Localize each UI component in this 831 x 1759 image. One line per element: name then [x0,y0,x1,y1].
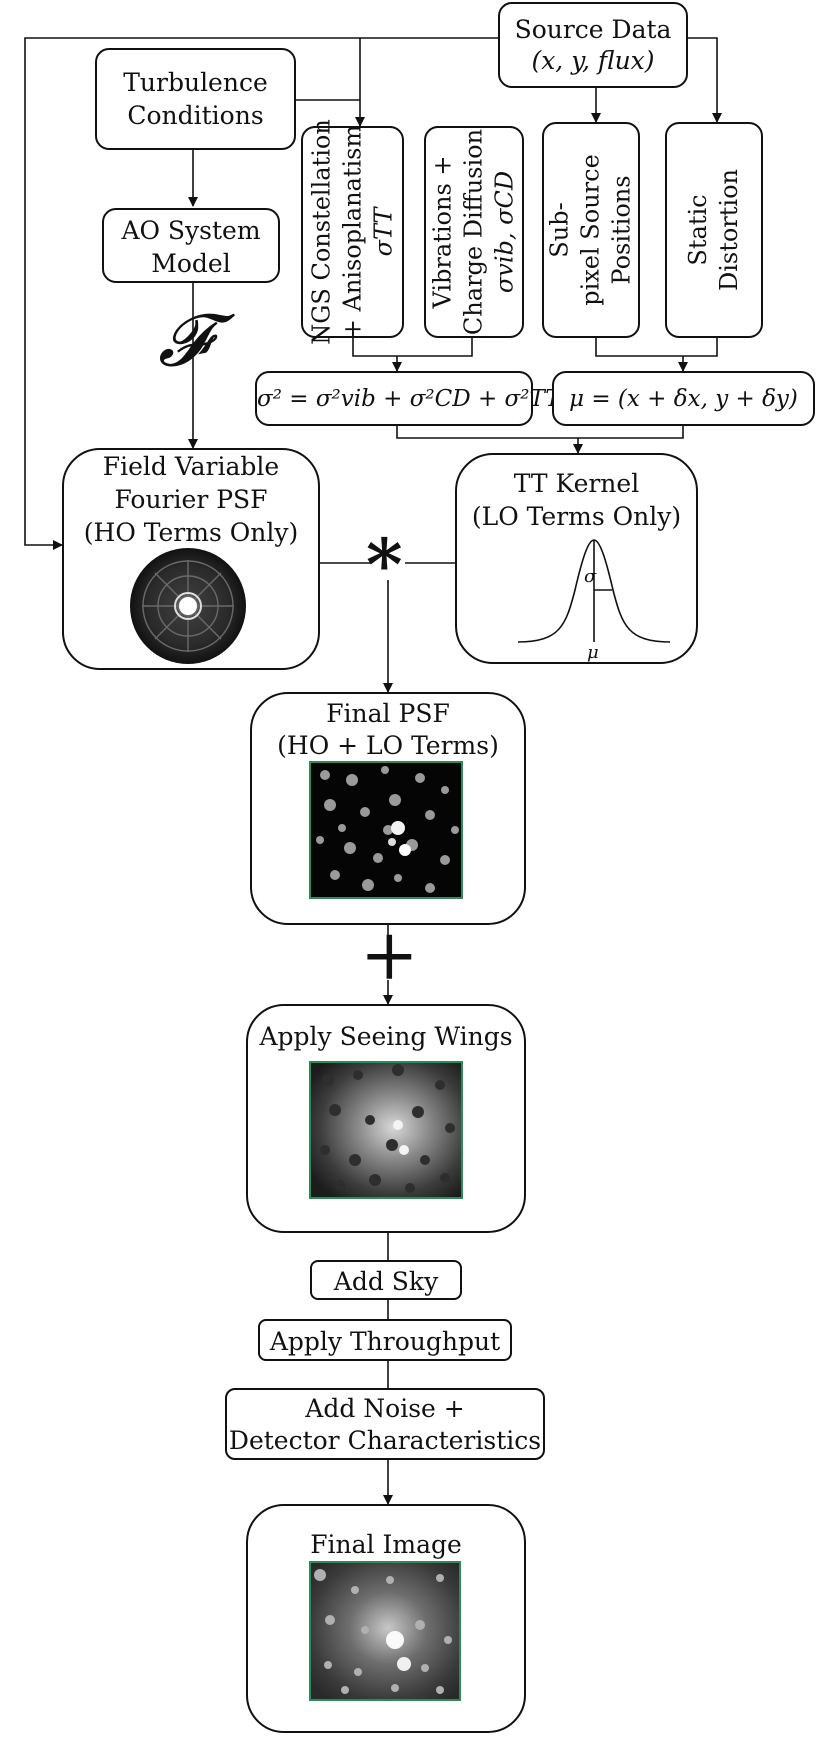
noise-detector-box: Add Noise + Detector Characteristics [225,1388,545,1460]
add-sky-box: Add Sky [310,1260,462,1300]
final-image-label: Final Image [310,1530,462,1559]
ngs-line3: σTT [369,207,397,257]
tt-line2: (LO Terms Only) [471,502,682,531]
sigma-equation: σ² = σ²vib + σ²CD + σ²TT [257,385,561,412]
ngs-line2: + Anisoplanatism [338,124,366,340]
tt-line1: TT Kernel [513,469,640,498]
final-image-box: Final Image [246,1504,526,1733]
subpix-line3: Positions [607,175,636,285]
final-psf-box: Final PSF (HO + LO Terms) [250,692,526,925]
apply-throughput-box: Apply Throughput [258,1319,512,1361]
subpix-line2: pixel Source [576,154,605,306]
vib-line3: σvib, σCD [490,170,519,294]
tt-kernel-box: TT Kernel (LO Terms Only) [455,453,698,664]
vib-line1: Vibrations + [428,155,457,309]
subpix-line1: Sub- [545,202,574,258]
ao-line1: AO System [121,216,261,245]
turbulence-conditions-box: Turbulence Conditions [95,48,296,150]
static-text-group: Static Distortion [683,169,745,291]
final-psf-line1: Final PSF [326,699,450,728]
ao-system-model-box: AO System Model [102,208,280,283]
subpixel-source-positions-box: Sub- pixel Source Positions [542,122,640,338]
noise-line2: Detector Characteristics [228,1426,542,1455]
fourier-psf-box: Field Variable Fourier PSF (HO Terms Onl… [62,448,320,670]
ngs-constellation-box: NGS Constellation + Anisoplanatism σTT [301,119,404,345]
plus-symbol: + [360,914,419,996]
final-psf-image-frame [309,761,463,899]
seeing-wings-label: Apply Seeing Wings [259,1022,513,1051]
tt-mu-label: μ [587,642,599,663]
final-image-frame [309,1561,461,1701]
mu-equation-box: μ = (x + δx, y + δy) [552,371,815,426]
subpix-text-group: Sub- pixel Source Positions [545,154,638,306]
ao-line2: Model [151,249,231,278]
ngs-line1: NGS Constellation [307,119,335,345]
turbulence-line1: Turbulence [123,68,268,97]
noise-line1: Add Noise + [305,1394,465,1423]
fourier-transform-symbol: 𝓕 [158,298,212,382]
seeing-wings-image-frame [309,1061,463,1199]
fourier-line2: Fourier PSF [114,485,268,514]
source-data-box: Source Data (x, y, flux) [498,2,688,88]
tt-kernel-gaussian [517,539,671,643]
mu-equation: μ = (x + δx, y + δy) [569,385,798,412]
source-data-title: Source Data [514,15,672,44]
apply-throughput-label: Apply Throughput [269,1327,501,1356]
fourier-line1: Field Variable [102,452,280,481]
seeing-wings-box: Apply Seeing Wings [246,1004,526,1233]
final-psf-starfield [310,762,462,898]
source-data-subtitle: (x, y, flux) [531,46,655,75]
vib-text-group: Vibrations + Charge Diffusion σvib, σCD [428,129,521,335]
add-sky-label: Add Sky [333,1267,439,1296]
static-distortion-box: Static Distortion [665,122,763,338]
vib-line2: Charge Diffusion [459,128,488,336]
turbulence-line2: Conditions [127,101,264,130]
ngs-text-group: NGS Constellation + Anisoplanatism σTT [306,119,399,345]
tt-sigma-label: σ [584,566,597,587]
final-image-field [310,1562,460,1700]
fourier-psf-thumbnail [130,548,246,664]
static-line1: Static [684,194,712,266]
fourier-line3: (HO Terms Only) [83,518,299,547]
convolution-symbol: * [366,523,403,606]
final-psf-line2: (HO + LO Terms) [277,731,499,760]
sigma-equation-box: σ² = σ²vib + σ²CD + σ²TT [255,371,561,426]
static-line2: Distortion [715,168,743,292]
vibrations-charge-diffusion-box: Vibrations + Charge Diffusion σvib, σCD [424,126,524,338]
seeing-wings-field [310,1062,462,1198]
